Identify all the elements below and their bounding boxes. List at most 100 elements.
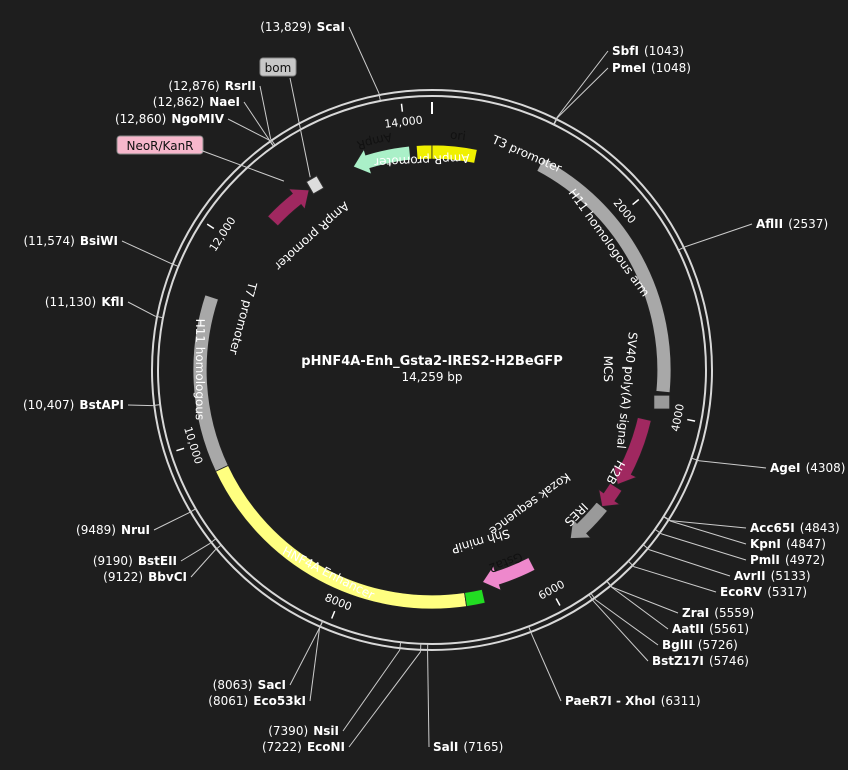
site-position: (1043): [644, 44, 684, 58]
tag-bom-box: [259, 57, 297, 77]
feature-ori-11: [431, 144, 478, 164]
site-leader-bstz17i: [593, 600, 649, 662]
site-name: BbvCI: [148, 570, 187, 584]
neor-leader: [199, 149, 285, 182]
site-label-eco53ki: (8061) Eco53kI: [208, 690, 306, 709]
site-tick-bglii: [590, 592, 596, 601]
site-position: (9122): [103, 570, 143, 584]
site-leader-saci: [289, 628, 320, 686]
site-name: Acc65I: [750, 521, 795, 535]
site-position: (11,574): [23, 234, 74, 248]
site-tick-naei: [268, 139, 275, 147]
site-tick-pmli: [654, 528, 662, 535]
site-leader-paer7i-xhoi: [531, 633, 562, 702]
feature-ires-5: [569, 501, 609, 539]
site-tick-agei: [691, 457, 700, 462]
tick-12000: [206, 223, 215, 230]
site-leader-nsii: [342, 649, 401, 732]
site-leader-acc65i: [670, 520, 747, 529]
site-tick-sbfi: [553, 117, 558, 125]
site-position: (9190): [93, 554, 133, 568]
site-label-bsteii: (9190) BstEII: [93, 550, 177, 569]
site-tick-pmei: [553, 117, 559, 125]
site-leader-ngomiv: [227, 118, 270, 141]
site-name: PmeI: [612, 61, 646, 75]
plasmid-name: pHNF4A-Enh_Gsta2-IRES2-H2BeGFP: [301, 354, 562, 369]
site-position: (5559): [714, 606, 754, 620]
site-position: (5317): [767, 585, 807, 599]
site-leader-avrii: [649, 549, 731, 577]
site-leader-aflii: [685, 223, 753, 248]
site-label-pmei: PmeI (1048): [612, 57, 691, 76]
site-position: (9489): [76, 523, 116, 537]
site-name: SalI: [433, 740, 458, 754]
tick-label-4000: 4000: [669, 403, 687, 433]
site-label-agei: AgeI (4308): [770, 457, 845, 476]
backbone-inner-ring: [157, 95, 707, 645]
site-tick-paer7i-xhoi: [528, 626, 532, 635]
site-tick-aflii: [678, 246, 686, 251]
site-label-scai: (13,829) ScaI: [260, 16, 345, 35]
site-name: NruI: [121, 523, 150, 537]
site-name: AatII: [672, 622, 704, 636]
feature-hnf4a-enhancer-2: [215, 464, 468, 610]
site-label-bstapi: (10,407) BstAPI: [23, 394, 124, 413]
map-center: pHNF4A-Enh_Gsta2-IRES2-H2BeGFP 14,259 bp: [301, 354, 562, 384]
tag-neor-kanr-box: [116, 135, 204, 155]
site-leader-pmli: [661, 533, 747, 561]
site-position: (4843): [800, 521, 840, 535]
feature-label-t3-promoter-0: T3 promoter: [489, 132, 564, 175]
site-tick-bsiwi: [170, 262, 179, 267]
site-name: BstZ17I: [652, 654, 704, 668]
site-position: (4308): [806, 461, 846, 475]
site-label-sali: SalI (7165): [433, 736, 503, 755]
site-leader-bbvci: [190, 549, 216, 578]
site-leader-sali: [427, 651, 430, 748]
site-leader-bstapi: [127, 404, 153, 407]
site-tick-kpni: [663, 516, 671, 522]
site-label-saci: (8063) SacI: [213, 674, 286, 693]
feature-neor-kanr-8: [267, 188, 310, 227]
site-position: (5746): [709, 654, 749, 668]
site-tick-bsteii: [209, 538, 217, 544]
site-name: BglII: [662, 638, 693, 652]
site-leader-scai: [348, 26, 380, 94]
tick-6000: [555, 598, 561, 606]
site-leader-sbfi: [556, 50, 609, 118]
site-name: BstAPI: [79, 398, 124, 412]
tag-neor-kanr-label: NeoR/KanR: [126, 139, 193, 153]
feature-h2b-6: [598, 482, 623, 507]
site-leader-pmei: [557, 67, 609, 118]
site-label-nrui: (9489) NruI: [76, 519, 150, 538]
tick-label-14000: 14,000: [384, 113, 424, 130]
site-label-aflii: AflII (2537): [756, 213, 828, 232]
feature-h11-homologous-arm-1: [192, 294, 229, 472]
site-leader-bglii: [595, 599, 659, 646]
tick-label-12000: 12,000: [207, 215, 239, 254]
site-label-kpni: KpnI (4847): [750, 533, 826, 552]
site-label-naei: (12,862) NaeI: [153, 91, 240, 110]
site-position: (8061): [208, 694, 248, 708]
site-tick-scai: [378, 92, 381, 101]
feature-label-ampr-promoter-14: AmpR promoter: [374, 151, 470, 170]
site-position: (11,130): [45, 295, 96, 309]
site-tick-bstapi: [152, 404, 161, 407]
bom-leader: [289, 77, 311, 178]
site-position: (12,860): [115, 112, 166, 126]
site-label-acc65i: Acc65I (4843): [750, 517, 840, 536]
site-name: EcoRV: [720, 585, 763, 599]
site-label-avrii: AvrII (5133): [734, 565, 811, 584]
feature-label-shh-minip-8: Shh miniP: [450, 526, 511, 556]
site-position: (7390): [268, 724, 308, 738]
site-label-kfli: (11,130) KflI: [45, 291, 124, 310]
plasmid-length: 14,259 bp: [401, 370, 462, 384]
site-leader-kfli: [127, 301, 156, 317]
site-label-nsii: (7390) NsiI: [268, 720, 339, 739]
site-position: (7165): [463, 740, 503, 754]
site-position: (4972): [785, 553, 825, 567]
feature-label-h11-homologous-arm-1: H11 homologous arm: [566, 186, 653, 299]
site-leader-nrui: [153, 512, 190, 531]
site-position: (2537): [788, 217, 828, 231]
site-name: KpnI: [750, 537, 781, 551]
site-position: (6311): [661, 694, 701, 708]
